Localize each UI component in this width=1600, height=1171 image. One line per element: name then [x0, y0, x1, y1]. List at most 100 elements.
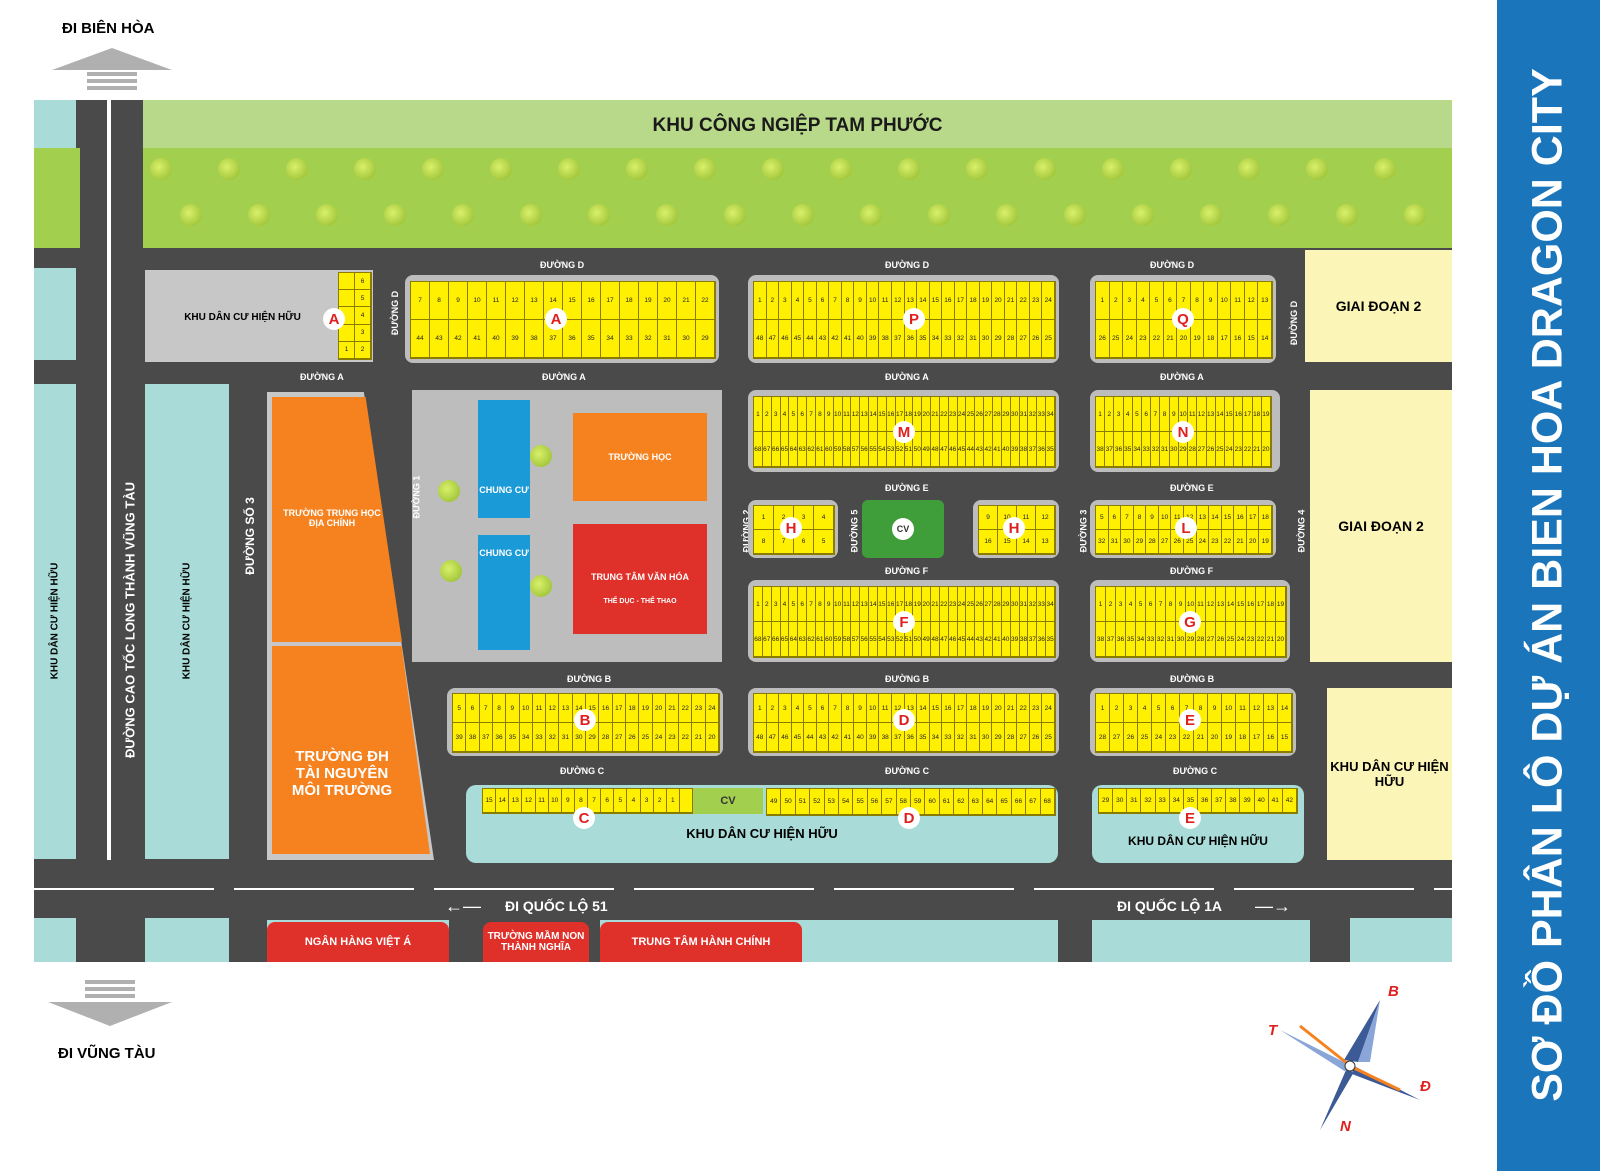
tree-icon [384, 204, 406, 226]
lot-cell: 24 [652, 723, 666, 752]
lot-cell: 21 [1266, 622, 1276, 657]
lot-cell: 31 [967, 723, 980, 752]
lot-cell: 17 [1256, 587, 1266, 622]
lot-cell: 11 [1196, 587, 1206, 622]
lot-cell: 2 [762, 587, 772, 622]
lot-cell: 32 [1028, 587, 1038, 622]
compass-icon [1270, 990, 1430, 1140]
tree-icon [898, 158, 920, 180]
lot-cell: 17 [601, 282, 620, 320]
lot-cell: 68 [1040, 789, 1055, 815]
lot-cell: 21 [677, 282, 696, 320]
lot-cell: 24 [1042, 282, 1055, 320]
lot-cell: 50 [781, 789, 796, 815]
lot-cell: 6 [1166, 694, 1180, 723]
lot-cell: 31 [1166, 622, 1176, 657]
lot-cell: 5 [614, 789, 628, 813]
lot-cell: 44 [411, 320, 430, 358]
lot-cell: 15 [1221, 506, 1235, 530]
highway-divider [107, 100, 111, 860]
road-e-label-1: ĐƯỜNG E [885, 483, 929, 493]
lot-cell: 19 [1259, 530, 1272, 554]
lot-cell: 6 [601, 789, 615, 813]
lot-cell: 30 [1176, 622, 1186, 657]
lot-cell: 16 [1234, 506, 1247, 530]
lot-cell: 23 [948, 587, 958, 622]
lot-cell: 64 [982, 789, 998, 815]
existing-right: KHU DÂN CƯ HIỆN HỮU [1327, 688, 1452, 860]
lot-cell: 6 [466, 694, 480, 723]
lot-cell: 22 [1017, 282, 1030, 320]
block-p-marker: P [903, 308, 925, 330]
lot-cell: 31 [1127, 789, 1142, 813]
lot-cell: 56 [860, 432, 870, 467]
lot-cell: 28 [993, 587, 1002, 622]
lot-cell: 8 [492, 694, 507, 723]
lot-cell: 14 [1215, 397, 1225, 432]
lot-cell: 60 [824, 432, 834, 467]
lot-cell: 5 [789, 397, 799, 432]
road-c-label-1: ĐƯỜNG C [560, 766, 605, 776]
lot-cell: 10 [833, 587, 843, 622]
block-e-marker: E [1179, 709, 1201, 731]
lot-cell: 35 [917, 320, 930, 358]
block-q-marker: Q [1172, 308, 1194, 330]
lot-cell: 28 [1096, 723, 1110, 752]
lot-cell: 48 [754, 723, 767, 752]
lot-cell: 10 [1222, 694, 1236, 723]
lot-cell: 39 [1010, 432, 1020, 467]
lot-cell: 41 [841, 723, 855, 752]
lot-cell: 26 [625, 723, 640, 752]
lot-cell: 21 [665, 694, 680, 723]
lot-cell: 31 [1019, 397, 1029, 432]
lot-cell: 21 [1004, 694, 1018, 723]
lot-cell: 28 [1146, 530, 1159, 554]
lot-cell: 3 [779, 282, 792, 320]
existing-bottom-center-label: KHU DÂN CƯ HIỆN HỮU [686, 826, 838, 841]
tree-icon [150, 158, 172, 180]
lot-cell: 1 [1096, 282, 1110, 320]
lot-cell: 44 [804, 320, 817, 358]
tree-icon [1238, 158, 1260, 180]
lot-cell: 35 [1126, 622, 1136, 657]
road-f-label-1: ĐƯỜNG F [885, 566, 929, 576]
road-c-label-3: ĐƯỜNG C [1173, 766, 1218, 776]
lot-cell: 34 [1136, 622, 1146, 657]
lot-cell: 34 [519, 723, 533, 752]
lot-cell: 27 [1017, 723, 1030, 752]
lot-cell: 7 [829, 282, 842, 320]
lot-cell: 58 [842, 432, 852, 467]
lot-cell: 29 [1001, 397, 1011, 432]
lot-cell: 5 [1150, 282, 1164, 320]
lot-cell: 33 [620, 320, 639, 358]
lot-cell: 42 [449, 320, 468, 358]
lot-cell: 46 [948, 432, 958, 467]
lot-cell: 13 [1206, 397, 1216, 432]
road-a-label-3: ĐƯỜNG A [885, 372, 929, 382]
lot-cell: 30 [1169, 432, 1179, 467]
mint-strip-highway: KHU DÂN CƯ HIỆN HỮU [145, 384, 229, 859]
lot-cell: 16 [979, 530, 998, 554]
lot-cell: 57 [851, 432, 861, 467]
lot-cell: 21 [692, 723, 706, 752]
lot-cell: 7 [1156, 587, 1166, 622]
lot-cell: 3 [771, 397, 781, 432]
lot-cell: 19 [913, 397, 923, 432]
tree-icon [1268, 204, 1290, 226]
lot-cell: 3 [1114, 397, 1124, 432]
lot-cell: 22 [1017, 694, 1030, 723]
lot-cell: 3 [1116, 587, 1126, 622]
lot-cell: 20 [705, 723, 719, 752]
lot-cell: 65 [997, 789, 1012, 815]
tree-4 [530, 575, 552, 597]
lot-cell: 30 [1121, 530, 1134, 554]
lot-cell: 22 [939, 397, 949, 432]
compass-b: B [1388, 983, 1399, 1000]
lot-cell: 51 [904, 622, 914, 657]
lot-cell [679, 789, 693, 813]
lot-cell: 66 [1011, 789, 1027, 815]
lot-cell: 7 [1151, 397, 1161, 432]
block-c-marker: C [573, 807, 595, 829]
lot-cell: 1 [666, 789, 680, 813]
